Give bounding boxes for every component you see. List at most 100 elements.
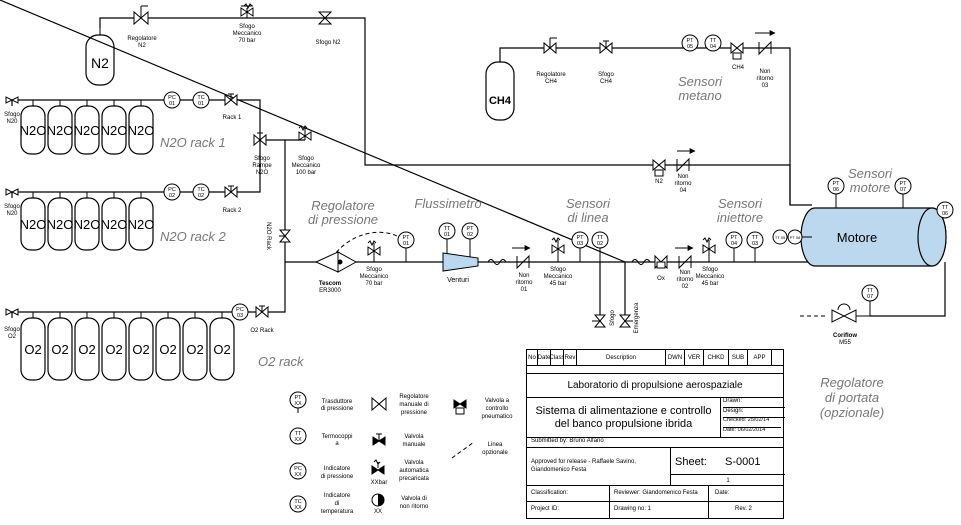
n2-pneumatic-valve[interactable]: N2	[652, 158, 666, 185]
o2-tank-5: O2	[128, 312, 154, 381]
o2-tank-label: O2	[213, 342, 230, 357]
n2-tank: N2	[85, 28, 115, 86]
legend-pc-desc-2: di pressione	[321, 474, 354, 480]
flow-reg-title: Regolatore	[820, 375, 884, 390]
pt-04: PT 04	[725, 231, 743, 262]
ch4-tank: CH4	[485, 61, 515, 121]
reviewer-field: Reviewer: Giandomenico Festa	[609, 486, 709, 501]
n2o-rack1-tank-label: N2O	[74, 123, 101, 138]
o2-rack-title: O2 rack	[258, 354, 305, 369]
flow-reg-title-2: di portata	[825, 390, 879, 405]
n2o-rack-valve[interactable]: N2O Rack	[265, 222, 292, 251]
pt-02-tag: PT	[466, 226, 474, 232]
legend-pc-xx: XX	[294, 472, 302, 478]
ch4-vent-label: Sfogo	[598, 72, 614, 78]
legend-auto-valve-desc-2: automatica	[399, 468, 429, 474]
legend-check-desc: Valvola di	[401, 496, 427, 502]
pt-02-num: 02	[467, 232, 473, 238]
rack1-valve-label: Rack 1	[223, 115, 242, 121]
o2-vent-label: Sfogo	[4, 327, 20, 333]
line-mech-vent-45b[interactable]: Sfogo Meccanico 45 bar	[696, 237, 725, 287]
title-block: NoDateClassRevDescriptionDWNVERCHKDSUBAP…	[526, 349, 785, 519]
legend-tt-desc: Termocoppi	[321, 434, 352, 440]
emergency-valve[interactable]: Emergenza	[618, 302, 640, 333]
tt-03-tag: TT	[752, 235, 759, 241]
drawing-title: Sistema di alimentazione e controllo del…	[527, 398, 721, 437]
ox-pneumatic-valve[interactable]: Ox	[654, 254, 668, 282]
pc-02: PC 02	[163, 183, 181, 201]
design-field: Design:	[723, 408, 785, 418]
legend-check-desc-2: non ritorno	[400, 504, 429, 510]
ch4-regulator[interactable]: Regolatore CH4	[536, 37, 566, 85]
coriflow-label: Coriflow	[833, 333, 857, 339]
tt-07-tag: TT	[867, 288, 874, 294]
motor-label: Motore	[837, 230, 877, 245]
n2o-vent-left-2[interactable]: Sfogo N20	[4, 188, 20, 217]
n2o-rack2-tank-label: N2O	[47, 217, 74, 232]
coriflow-valve[interactable]: Coriflow M55	[831, 303, 870, 346]
n2-regulator-label-2: N2	[138, 43, 146, 49]
reg-pressure-title-2: di pressione	[308, 212, 378, 227]
tt-03: TT 03	[746, 231, 764, 262]
legend-manual-valve-desc-2: manuale	[402, 442, 426, 448]
legend-pneum-desc-2: controllo	[486, 406, 509, 412]
line-mech-vent-45[interactable]: Sfogo Meccanico 45 bar	[544, 237, 573, 287]
check04-label-2: ritorno	[674, 181, 692, 187]
n2-mech-vent[interactable]: Sfogo Meccanico 70 bar	[233, 3, 262, 44]
legend-pt-xx: XX	[294, 401, 302, 407]
vent45b-label-3: 45 bar	[701, 281, 718, 287]
n2o-vent-left-1[interactable]: Sfogo N20	[4, 96, 20, 125]
pipe-network	[0, 0, 946, 320]
motor-side-sensor-b: PT 08	[790, 235, 801, 240]
check-valve-01[interactable]: Non ritorno 01	[512, 245, 533, 293]
lab-name: Laboratorio di propulsione aerospaziale	[527, 374, 783, 398]
n2-vent-valve[interactable]: Sfogo N2	[315, 11, 341, 46]
n2o-rack1-tank-4: N2O	[101, 100, 127, 155]
ch4-vent-label-2: CH4	[600, 79, 613, 85]
tescom-regulator[interactable]: Tescom ER3000	[314, 251, 358, 294]
o2-vent-left[interactable]: Sfogo O2	[4, 308, 20, 340]
ch4-vent[interactable]: Sfogo CH4	[598, 40, 614, 85]
vent-valve-bottom[interactable]: Sfogo	[592, 310, 616, 328]
tc-02-tag: TC	[197, 187, 204, 193]
check-valve-03[interactable]: Non ritorno 03	[755, 30, 776, 89]
sheet-label: Sheet:	[675, 456, 707, 468]
o2-tank-6: O2	[155, 312, 181, 381]
ch4-regulator-label-2: CH4	[545, 79, 558, 85]
o2-tank-4: O2	[101, 312, 127, 381]
check02-label-2: ritorno	[676, 277, 694, 283]
n2-vent-mech-label: Sfogo	[239, 24, 255, 30]
n2-regulator[interactable]: Regolatore N2	[127, 5, 157, 49]
vent70-label: Sfogo	[366, 267, 382, 273]
tt-02-num: 02	[597, 241, 603, 247]
o2-tank-label: O2	[24, 342, 41, 357]
tt-06-tag: TT	[942, 205, 949, 211]
ch4-pneumatic-valve[interactable]: CH4	[730, 41, 745, 71]
legend-pc-tag: PC	[294, 466, 302, 472]
o2-tank-label: O2	[51, 342, 68, 357]
ch4-regulator-label: Regolatore	[536, 72, 566, 78]
legend-optional-desc-2: opzionale	[482, 450, 508, 456]
pt-03-tag: PT	[576, 235, 584, 241]
n2o-vent-left-2-label-2: N20	[6, 211, 18, 217]
legend-tt-tag: TT	[295, 431, 302, 437]
n2o-rack2-tank-label: N2O	[128, 217, 155, 232]
o2-tank-label: O2	[159, 342, 176, 357]
rack2-valve[interactable]: Rack 2	[223, 185, 242, 214]
n2o-mech-vent[interactable]: Sfogo Meccanico 100 bar	[292, 125, 321, 176]
o2-rack-valve[interactable]: O2 Rack	[250, 305, 275, 334]
ch4-valve-label: CH4	[732, 65, 745, 71]
methane-sensors-title-2: metano	[678, 88, 721, 103]
n2-tank-label: N2	[91, 55, 109, 71]
check-valve-04[interactable]: Non ritorno 04	[674, 148, 696, 194]
check-valve-02[interactable]: Non ritorno 02	[675, 245, 694, 290]
tc-02: TC 02	[192, 183, 210, 201]
drawing-no-field: Drawing no: 1	[609, 502, 709, 518]
n2o-rack2-tank-label: N2O	[101, 217, 128, 232]
n2o-rack2-tank-label: N2O	[74, 217, 101, 232]
approval-row: Approved for release - Raffaele Savino, …	[527, 448, 785, 486]
vent45-label-2: Meccanico	[544, 274, 573, 280]
n2o-ramp-vent[interactable]: Sfogo Rampe N2O	[252, 132, 272, 176]
rack1-valve[interactable]: Rack 1	[223, 93, 242, 121]
line-mech-vent-70[interactable]: Sfogo Meccanico 70 bar	[360, 240, 389, 287]
